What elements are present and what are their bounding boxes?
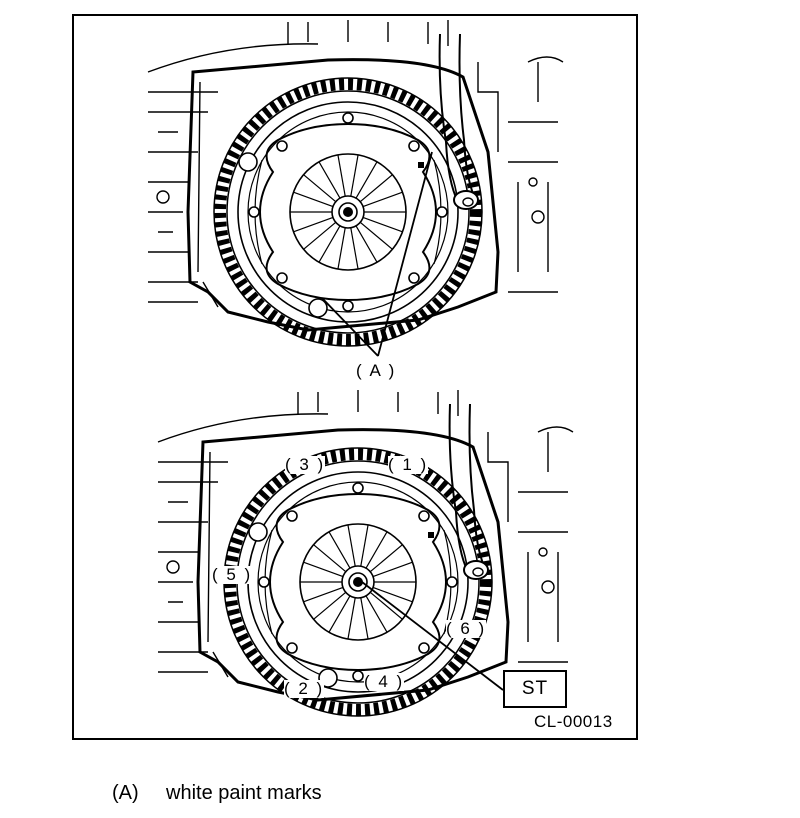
callout-a-label: ( A ) — [356, 361, 397, 380]
lower-clutch-drawing — [158, 390, 573, 716]
upper-clutch-drawing — [148, 20, 563, 357]
bolt-4-label: ( 4 ) — [364, 672, 405, 691]
special-tool-label: ST — [503, 670, 567, 708]
bolt-2-label: ( 2 ) — [284, 679, 325, 698]
bolt-5-label: ( 5 ) — [212, 565, 253, 584]
figure-frame — [72, 14, 638, 740]
special-tool-text: ST — [521, 678, 549, 699]
figure-caption: (A) white paint marks — [112, 782, 322, 805]
caption-text: white paint marks — [166, 782, 322, 804]
caption-key: (A) — [112, 782, 139, 804]
bolt-1-label: ( 1 ) — [388, 455, 429, 474]
bolt-3-label: ( 3 ) — [285, 455, 326, 474]
bolt-6-label: ( 6 ) — [446, 619, 487, 638]
figure-code: CL-00013 — [534, 712, 613, 731]
